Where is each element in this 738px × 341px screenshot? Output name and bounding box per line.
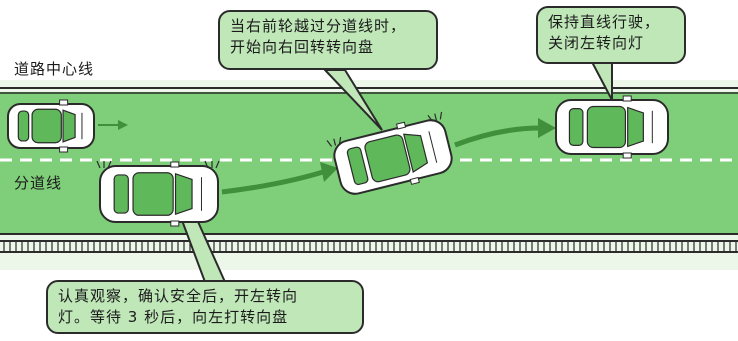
callout-top-right-line-1: 保持直线行驶，: [548, 13, 661, 31]
callout-top-right: 保持直线行驶， 关闭左转向灯: [536, 6, 686, 64]
callout-bottom-left: 认真观察，确认安全后，开左转向 灯。等待 3 秒后，向左打转向盘: [46, 280, 364, 334]
callout-bottom-left-line-1: 认真观察，确认安全后，开左转向: [58, 287, 299, 305]
car-mid-turn: [326, 111, 453, 195]
lane-line-label: 分道线: [14, 174, 63, 192]
callout-top-middle-line-2: 开始向右回转转向盘: [230, 38, 375, 56]
path-arrow-2: [454, 118, 556, 148]
path-arrow-1: [221, 162, 338, 195]
callout-bottom-left-line-2: 灯。等待 3 秒后，向左打转向盘: [58, 308, 289, 326]
callout-top-middle: 当右前轮越过分道线时， 开始向右回转转向盘: [218, 10, 438, 70]
pointer-top-middle: [322, 69, 383, 131]
car-finish: [555, 95, 669, 159]
small-arrow: [98, 120, 128, 130]
car-left-lane: [7, 99, 95, 153]
guardrail: [0, 240, 738, 253]
callout-top-middle-line-1: 当右前轮越过分道线时，: [230, 17, 407, 35]
center-line-label: 道路中心线: [14, 60, 95, 78]
car-start: [96, 160, 220, 227]
callout-top-right-line-2: 关闭左转向灯: [548, 34, 645, 52]
